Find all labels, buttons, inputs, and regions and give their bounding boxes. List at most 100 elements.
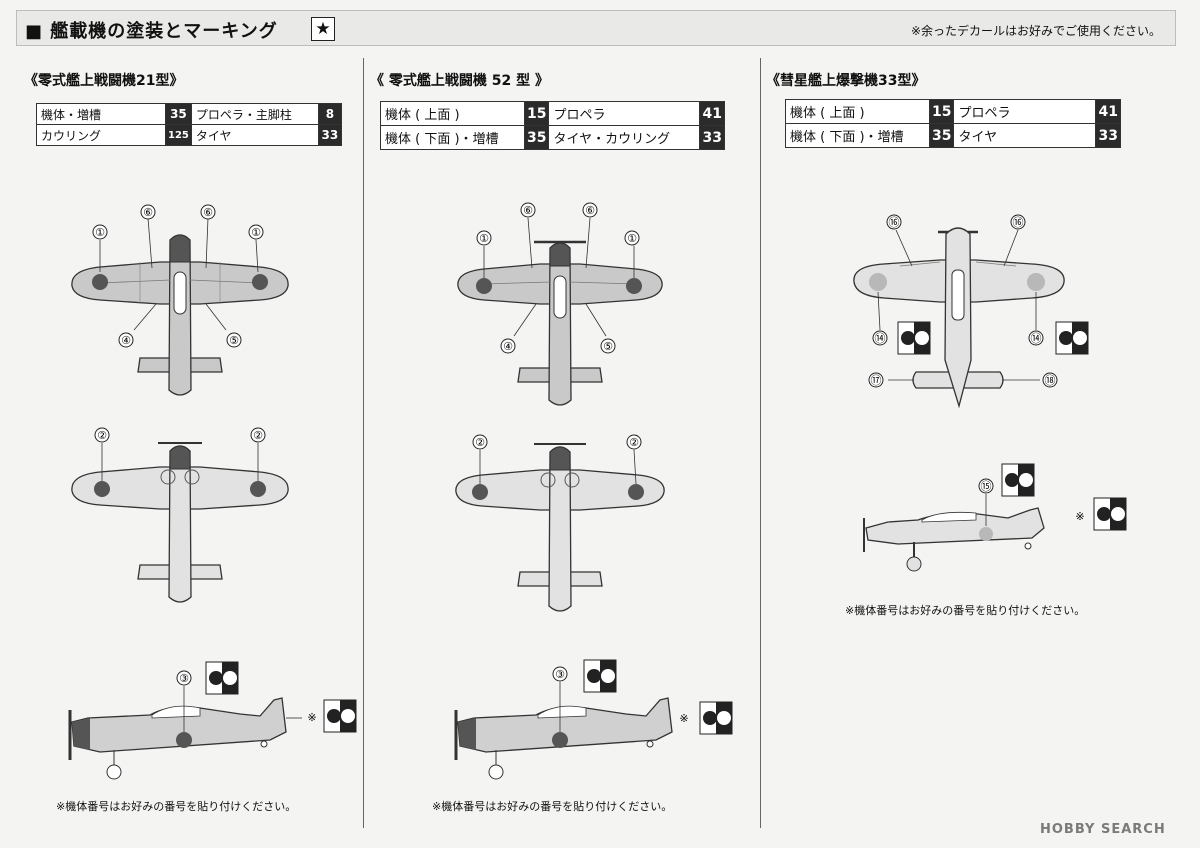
paint-row: 機体 ( 上面 ) 15 プロペラ 41 xyxy=(380,101,725,126)
paint-number: 15 xyxy=(928,99,955,124)
callout-number: ⑭ xyxy=(1031,332,1042,345)
paint-label: プロペラ・主脚柱 xyxy=(190,103,319,125)
aircraft-top-view: ⑥ ⑥ ① ① ④ ⑤ xyxy=(457,202,663,406)
paint-row: 機体・増槽 35 プロペラ・主脚柱 8 xyxy=(36,103,342,125)
aircraft-bottom-view: ② ② xyxy=(455,434,665,612)
callout-number: ⑱ xyxy=(1045,374,1056,387)
aircraft-side-view: ③ ※ xyxy=(454,659,733,780)
hinomaru-marking xyxy=(628,484,644,500)
hinomaru-marking xyxy=(1027,273,1045,291)
paint-label: 機体 ( 上面 ) xyxy=(380,101,525,126)
paint-label: 機体・増槽 xyxy=(36,103,166,125)
paint-number: 41 xyxy=(699,101,725,126)
paint-row: カウリング 125 タイヤ 33 xyxy=(36,124,342,146)
paint-number: 33 xyxy=(699,125,725,150)
callout-number: ② xyxy=(475,436,485,449)
watermark-text: HOBBY SEARCH xyxy=(1040,822,1166,837)
hinomaru-decal xyxy=(1001,463,1035,497)
header-bar: ■ 艦載機の塗装とマーキング ★ ※余ったデカールはお好みでご使用ください。 xyxy=(16,10,1176,46)
hinomaru-marking xyxy=(869,273,887,291)
callout-number: ④ xyxy=(121,334,131,347)
callout-number: ⑤ xyxy=(229,334,239,347)
hinomaru-decal xyxy=(205,661,239,695)
paint-table: 機体 ( 上面 ) 15 プロペラ 41 機体 ( 下面 )・増槽 35 タイヤ… xyxy=(785,99,1121,148)
callout-number: ① xyxy=(251,226,261,239)
callout-number: ⑰ xyxy=(871,374,882,387)
callout-number: ③ xyxy=(555,668,565,681)
paint-row: 機体 ( 下面 )・増槽 35 タイヤ・カウリング 33 xyxy=(380,125,725,150)
callout-number: ② xyxy=(629,436,639,449)
paint-number: 33 xyxy=(1095,123,1121,148)
hinomaru-marking xyxy=(552,732,568,748)
paint-label: カウリング xyxy=(36,124,166,146)
callout-asterisk: ※ xyxy=(1075,510,1084,523)
hinomaru-marking xyxy=(176,732,192,748)
callout-number: ⑯ xyxy=(889,216,900,229)
watermark-logo: HOBBY SEARCH xyxy=(1040,822,1166,837)
hinomaru-marking xyxy=(252,274,268,290)
aircraft-side-view: ⑮ ※ xyxy=(863,463,1127,572)
hinomaru-decal xyxy=(699,701,733,735)
paint-label: タイヤ xyxy=(190,124,319,146)
paint-number: 35 xyxy=(165,103,192,125)
paint-number: 41 xyxy=(1095,99,1121,124)
paint-number: 33 xyxy=(317,124,342,146)
decal-note: ※機体番号はお好みの番号を貼り付けください。 xyxy=(432,800,673,813)
paint-label: 機体 ( 下面 )・増槽 xyxy=(785,123,930,148)
hinomaru-marking xyxy=(476,278,492,294)
callout-number: ③ xyxy=(179,672,189,685)
callout-number: ⑥ xyxy=(585,204,595,217)
callout-asterisk: ※ xyxy=(679,712,688,725)
callout-number: ⑯ xyxy=(1013,216,1024,229)
callout-number: ② xyxy=(253,429,263,442)
aircraft-side-view: ③ ※ xyxy=(68,661,357,780)
hinomaru-decal xyxy=(897,321,931,355)
aircraft-bottom-view: ② ② xyxy=(71,427,289,603)
callout-number: ⑭ xyxy=(875,332,886,345)
hinomaru-decal xyxy=(1093,497,1127,531)
hinomaru-marking xyxy=(250,481,266,497)
callout-number: ⑥ xyxy=(523,204,533,217)
hinomaru-marking xyxy=(626,278,642,294)
callout-number: ⑥ xyxy=(203,206,213,219)
section-title: 《彗星艦上爆撃機33型》 xyxy=(766,73,926,89)
star-icon: ★ xyxy=(311,17,335,41)
column-divider xyxy=(760,58,761,828)
paint-label: 機体 ( 上面 ) xyxy=(785,99,930,124)
paint-label: タイヤ xyxy=(953,123,1097,148)
callout-number: ① xyxy=(479,232,489,245)
callout-number: ④ xyxy=(503,340,513,353)
paint-number: 35 xyxy=(928,123,955,148)
callout-asterisk: ※ xyxy=(307,711,316,724)
hinomaru-marking xyxy=(94,481,110,497)
hinomaru-marking xyxy=(979,527,993,541)
callout-number: ② xyxy=(97,429,107,442)
hinomaru-decal xyxy=(323,699,357,733)
section-title: 《 零式艦上戦闘機 52 型 》 xyxy=(370,73,549,89)
callout-number: ⑮ xyxy=(981,480,992,493)
decal-note: ※機体番号はお好みの番号を貼り付けください。 xyxy=(56,800,297,813)
paint-number: 15 xyxy=(523,101,550,126)
callout-number: ① xyxy=(95,226,105,239)
section-title: 《零式艦上戦闘機21型》 xyxy=(24,73,184,89)
hinomaru-decal xyxy=(583,659,617,693)
paint-number: 8 xyxy=(317,103,342,125)
callout-number: ⑤ xyxy=(603,340,613,353)
callout-number: ⑥ xyxy=(143,206,153,219)
column-divider xyxy=(363,58,364,828)
aircraft-top-view: ⑥ ⑥ ① ① ④ ⑤ xyxy=(71,204,289,396)
paint-label: タイヤ・カウリング xyxy=(548,125,701,150)
paint-label: 機体 ( 下面 )・増槽 xyxy=(380,125,525,150)
page-title: ■ 艦載機の塗装とマーキング xyxy=(25,21,278,42)
paint-table: 機体 ( 上面 ) 15 プロペラ 41 機体 ( 下面 )・増槽 35 タイヤ… xyxy=(380,101,725,150)
aircraft-top-view: ⑯ ⑯ ⑭ ⑭ ⑰ ⑱ xyxy=(853,214,1089,409)
hinomaru-decal xyxy=(1055,321,1089,355)
paint-number: 35 xyxy=(523,125,550,150)
paint-label: プロペラ xyxy=(548,101,701,126)
hinomaru-marking xyxy=(92,274,108,290)
paint-row: 機体 ( 上面 ) 15 プロペラ 41 xyxy=(785,99,1121,124)
header-note: ※余ったデカールはお好みでご使用ください。 xyxy=(910,24,1161,38)
decal-note: ※機体番号はお好みの番号を貼り付けください。 xyxy=(845,604,1086,617)
callout-number: ① xyxy=(627,232,637,245)
paint-row: 機体 ( 下面 )・増槽 35 タイヤ 33 xyxy=(785,123,1121,148)
